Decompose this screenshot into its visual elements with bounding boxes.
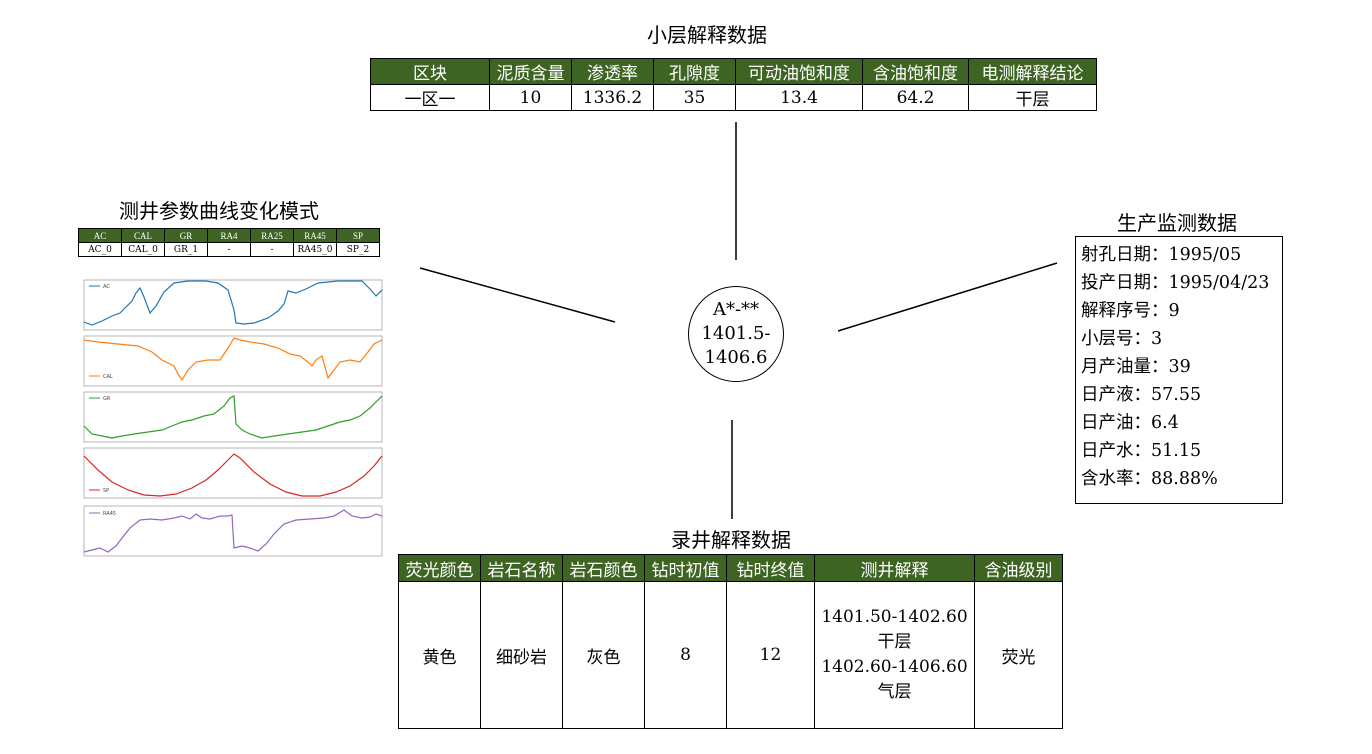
curve-cell: GR_1 — [164, 242, 208, 257]
interpretation-line: 干层 — [877, 632, 912, 652]
layer-header-cell: 区块 — [370, 58, 490, 85]
curve-header-cell: SP — [336, 228, 380, 243]
curve-table-header: AC CAL GR RA4 RA25 RA45 SP — [78, 228, 380, 243]
curve-header-cell: AC — [78, 228, 122, 243]
curve-cell: SP_2 — [336, 242, 380, 257]
production-line: 日产油：6.4 — [1081, 413, 1179, 433]
legend-ac: AC — [103, 284, 110, 290]
depth-start: 1401.5- — [701, 323, 771, 344]
mudlog-cell: 黄色 — [398, 581, 481, 729]
layer-header-cell: 电测解释结论 — [968, 58, 1097, 85]
mudlog-header-cell: 含油级别 — [974, 554, 1063, 582]
production-line: 投产日期：1995/04/23 — [1081, 273, 1270, 293]
layer-cell: 1336.2 — [571, 84, 654, 111]
interpretation-line: 气层 — [877, 682, 912, 702]
mudlog-header-cell: 测井解释 — [814, 554, 975, 582]
production-line: 射孔日期：1995/05 — [1081, 245, 1242, 265]
production-line: 小层号：3 — [1081, 329, 1163, 349]
production-line: 日产水：51.15 — [1081, 441, 1202, 461]
curve-header-cell: RA25 — [250, 228, 294, 243]
production-section-title: 生产监测数据 — [1117, 211, 1237, 235]
production-line: 解释序号：9 — [1081, 301, 1180, 321]
legend-cal: CAL — [103, 374, 113, 380]
mudlog-header-cell: 钻时初值 — [644, 554, 727, 582]
interpretation-line: 1402.60-1406.60 — [821, 657, 968, 677]
mudlog-table-row: 黄色 细砂岩 灰色 8 12 1401.50-1402.60 干层 1402.6… — [398, 581, 1063, 729]
mudlog-cell: 荧光 — [974, 581, 1063, 729]
chart-panel-ac: AC — [83, 279, 383, 331]
layer-header-cell: 可动油饱和度 — [735, 58, 863, 85]
layer-section-title: 小层解释数据 — [647, 23, 767, 47]
mudlog-cell: 12 — [726, 581, 815, 729]
well-name: A*-** — [712, 299, 760, 320]
depth-end: 1406.6 — [704, 347, 768, 368]
curve-line-ac — [83, 280, 383, 326]
mudlog-cell: 灰色 — [562, 581, 645, 729]
curve-header-cell: RA4 — [207, 228, 251, 243]
layer-cell: 一区一 — [370, 84, 490, 111]
curve-line-ra45 — [83, 509, 383, 553]
layer-header-cell: 渗透率 — [571, 58, 654, 85]
curve-header-cell: CAL — [121, 228, 165, 243]
layer-table-header: 区块 泥质含量 渗透率 孔隙度 可动油饱和度 含油饱和度 电测解释结论 — [370, 58, 1097, 85]
mudlog-table-header: 荧光颜色 岩石名称 岩石颜色 钻时初值 钻时终值 测井解释 含油级别 — [398, 554, 1063, 582]
mudlog-cell: 细砂岩 — [480, 581, 563, 729]
connector-right — [837, 262, 1058, 332]
curve-header-cell: GR — [164, 228, 208, 243]
curve-cell: - — [250, 242, 294, 257]
mudlog-interpretation-cell: 1401.50-1402.60 干层 1402.60-1406.60 气层 — [814, 581, 975, 729]
chart-panel-cal: CAL — [83, 335, 383, 387]
layer-cell: 干层 — [968, 84, 1097, 111]
legend-sp: SP — [103, 488, 109, 494]
legend-ra45: RA45 — [103, 511, 116, 517]
mudlog-header-cell: 岩石颜色 — [562, 554, 645, 582]
production-line: 日产液：57.55 — [1081, 385, 1202, 405]
curve-table-row: AC_0 CAL_0 GR_1 - - RA45_0 SP_2 — [78, 242, 380, 257]
curve-cell: CAL_0 — [121, 242, 165, 257]
layer-header-cell: 泥质含量 — [489, 58, 572, 85]
chart-panel-sp: SP — [83, 447, 383, 499]
interpretation-line: 1401.50-1402.60 — [821, 607, 968, 627]
layer-header-cell: 孔隙度 — [653, 58, 736, 85]
mudlog-section-title: 录井解释数据 — [671, 528, 791, 552]
layer-header-cell: 含油饱和度 — [862, 58, 969, 85]
curve-line-gr — [83, 395, 383, 439]
production-line: 月产油量：39 — [1081, 357, 1191, 377]
layer-table: 区块 泥质含量 渗透率 孔隙度 可动油饱和度 含油饱和度 电测解释结论 一区一 … — [370, 58, 1097, 111]
layer-cell: 10 — [489, 84, 572, 111]
mudlog-header-cell: 岩石名称 — [480, 554, 563, 582]
mudlog-table: 荧光颜色 岩石名称 岩石颜色 钻时初值 钻时终值 测井解释 含油级别 黄色 细砂… — [398, 554, 1063, 729]
legend-gr: GR — [103, 396, 111, 402]
well-center-node: A*-** 1401.5- 1406.6 — [688, 286, 784, 382]
layer-cell: 64.2 — [862, 84, 969, 111]
chart-panel-gr: GR — [83, 391, 383, 443]
layer-cell: 35 — [653, 84, 736, 111]
chart-panel-ra45: RA45 — [83, 505, 383, 557]
curve-cell: - — [207, 242, 251, 257]
production-box: 射孔日期：1995/05 投产日期：1995/04/23 解释序号：9 小层号：… — [1075, 236, 1283, 504]
curve-line-sp — [83, 453, 383, 497]
layer-table-row: 一区一 10 1336.2 35 13.4 64.2 干层 — [370, 84, 1097, 111]
curve-table: AC CAL GR RA4 RA25 RA45 SP AC_0 CAL_0 GR… — [78, 228, 380, 257]
connector-left — [419, 267, 616, 323]
mudlog-header-cell: 钻时终值 — [726, 554, 815, 582]
mudlog-header-cell: 荧光颜色 — [398, 554, 481, 582]
curve-line-cal — [83, 337, 383, 382]
production-line: 含水率：88.88% — [1081, 469, 1218, 489]
curve-section-title: 测井参数曲线变化模式 — [119, 199, 319, 223]
curve-header-cell: RA45 — [293, 228, 337, 243]
curve-cell: AC_0 — [78, 242, 122, 257]
curve-charts: AC CAL GR SP RA45 — [83, 279, 383, 557]
layer-cell: 13.4 — [735, 84, 863, 111]
mudlog-cell: 8 — [644, 581, 727, 729]
curve-cell: RA45_0 — [293, 242, 337, 257]
